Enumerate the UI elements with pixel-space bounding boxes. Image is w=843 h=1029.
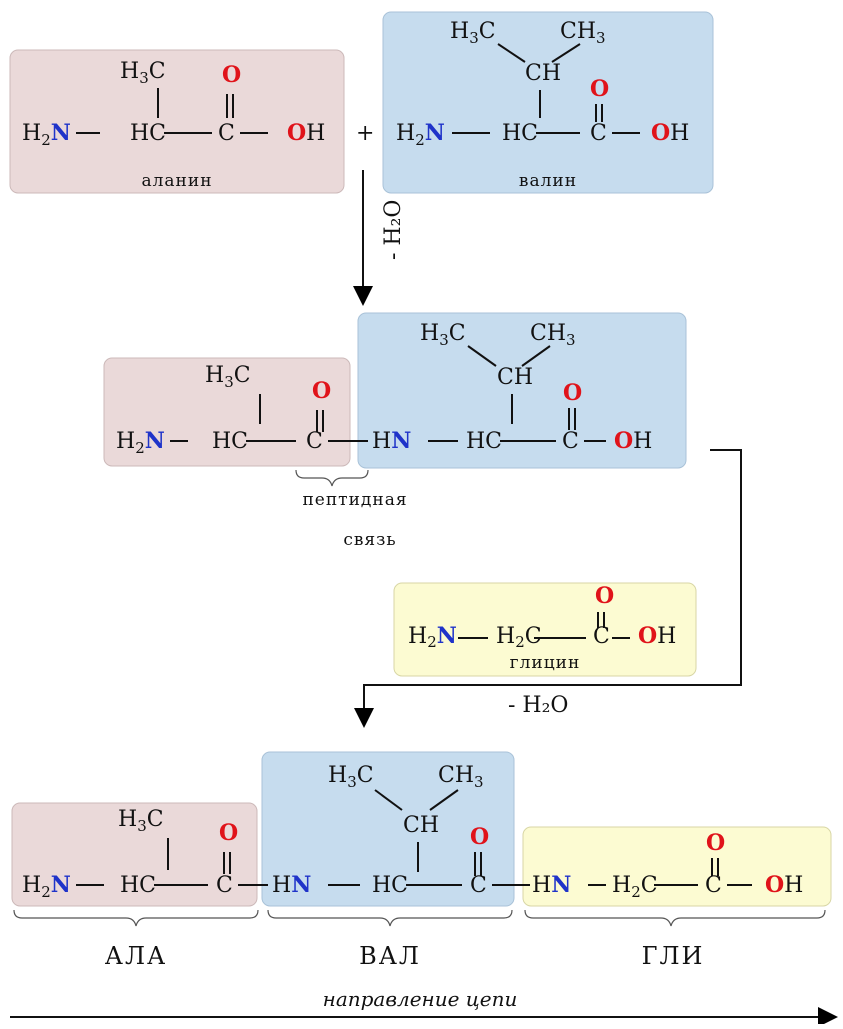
svg-text:H3C: H3C xyxy=(328,763,374,791)
water-loss-label-1: - H₂O xyxy=(381,200,406,260)
svg-text:C: C xyxy=(593,624,610,649)
svg-text:H2C: H2C xyxy=(612,873,658,901)
peptide-bond-label-line1: пептидная xyxy=(302,490,407,510)
alanine-label: аланин xyxy=(141,171,212,191)
residue-label-val: ВАЛ xyxy=(359,942,421,970)
svg-text:C: C xyxy=(590,121,607,146)
valine-label: валин xyxy=(519,171,577,191)
tripeptide-valine-box xyxy=(261,751,515,907)
svg-text:C: C xyxy=(705,873,722,898)
svg-text:HC: HC xyxy=(372,873,408,898)
gly-brace xyxy=(524,909,826,927)
dipeptide-valine-box xyxy=(357,312,687,469)
water-loss-label-2: - H₂O xyxy=(508,693,568,718)
glycine-label: глицин xyxy=(510,653,581,673)
valine-molecule: H3C CH3 CH O H2N HC C OH валин xyxy=(382,11,714,194)
svg-text:OH: OH xyxy=(287,120,325,146)
plus-sign: + xyxy=(356,121,374,146)
svg-text:CH: CH xyxy=(525,61,561,86)
svg-text:CH: CH xyxy=(497,365,533,390)
svg-text:O: O xyxy=(595,583,614,609)
dipeptide-alanine-box xyxy=(103,357,351,467)
svg-text:HC: HC xyxy=(120,873,156,898)
svg-text:HN: HN xyxy=(272,872,311,898)
peptide-bond-label-line2: связь xyxy=(343,530,396,550)
svg-text:HC: HC xyxy=(212,429,248,454)
tripeptide-molecule: H3C O H3C CH3 CH O O H2N HC C HN HC C HN… xyxy=(11,751,832,907)
svg-text:O: O xyxy=(219,820,238,846)
svg-text:O: O xyxy=(590,76,609,102)
svg-text:C: C xyxy=(562,429,579,454)
svg-text:O: O xyxy=(470,824,489,850)
svg-text:OH: OH xyxy=(638,623,676,649)
svg-text:C: C xyxy=(306,429,323,454)
chain-direction-label: направление цепи xyxy=(323,987,518,1011)
svg-text:O: O xyxy=(563,380,582,406)
alanine-box xyxy=(9,49,345,194)
svg-text:HC: HC xyxy=(502,121,538,146)
svg-text:CH: CH xyxy=(403,813,439,838)
svg-text:HN: HN xyxy=(372,428,411,454)
residue-label-ala: АЛА xyxy=(105,942,167,970)
reaction-arrow-2 xyxy=(354,449,742,728)
svg-text:HC: HC xyxy=(130,121,166,146)
peptide-bond-brace xyxy=(295,469,369,487)
residue-label-gly: ГЛИ xyxy=(642,942,705,970)
svg-text:C: C xyxy=(216,873,233,898)
dipeptide-molecule: H3C O H3C CH3 CH O H2N HC C HN HC C OH xyxy=(103,312,687,469)
alanine-molecule: H3C O H2N HC C OH аланин xyxy=(9,49,345,194)
svg-text:H3C: H3C xyxy=(205,363,251,391)
svg-text:C: C xyxy=(470,873,487,898)
svg-text:O: O xyxy=(706,830,725,856)
svg-text:O: O xyxy=(312,378,331,404)
val-brace xyxy=(267,909,513,927)
svg-text:OH: OH xyxy=(614,428,652,454)
svg-text:HN: HN xyxy=(532,872,571,898)
glycine-molecule: O H2N H2C C OH глицин xyxy=(393,582,697,677)
svg-text:O: O xyxy=(222,62,241,88)
ala-brace xyxy=(13,909,259,927)
tripeptide-alanine-box xyxy=(11,802,258,907)
valine-box xyxy=(382,11,714,194)
svg-text:HC: HC xyxy=(466,429,502,454)
svg-text:OH: OH xyxy=(651,120,689,146)
glycine-box xyxy=(393,582,697,677)
svg-text:OH: OH xyxy=(765,872,803,898)
tripeptide-glycine-box xyxy=(522,826,832,907)
svg-text:C: C xyxy=(218,121,235,146)
